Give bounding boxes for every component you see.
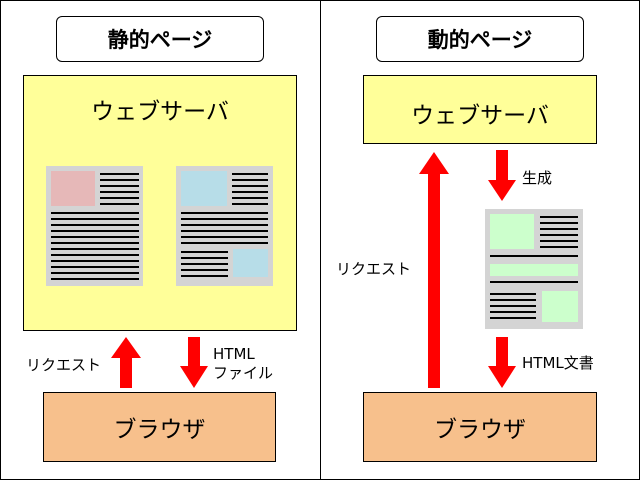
right-web-server-box: ウェブサーバ bbox=[363, 75, 597, 144]
right-generate-arrow bbox=[488, 150, 516, 201]
doc1-image-block bbox=[51, 171, 95, 206]
left-response-arrow bbox=[180, 337, 208, 388]
left-browser-label: ブラウザ bbox=[113, 417, 206, 443]
dynamic-page-title: 動的ページ bbox=[376, 16, 584, 62]
right-web-server-label: ウェブサーバ bbox=[411, 103, 549, 129]
left-response-label-line1: HTML bbox=[213, 345, 255, 363]
right-generate-label: 生成 bbox=[522, 169, 553, 187]
dyn-doc-band bbox=[490, 264, 578, 276]
static-page-title: 静的ページ bbox=[56, 16, 264, 62]
right-document-arrow bbox=[488, 337, 516, 388]
left-request-arrow bbox=[111, 337, 141, 388]
left-browser-box: ブラウザ bbox=[43, 392, 276, 462]
right-browser-box: ブラウザ bbox=[363, 392, 597, 462]
right-document-label: HTML文書 bbox=[522, 354, 594, 372]
dynamic-document bbox=[485, 209, 583, 329]
doc2-image-block-top bbox=[181, 171, 227, 206]
static-document-1 bbox=[46, 166, 143, 286]
right-request-arrow bbox=[419, 152, 449, 388]
static-document-2 bbox=[176, 166, 273, 286]
left-web-server-label: ウェブサーバ bbox=[91, 99, 229, 125]
right-browser-label: ブラウザ bbox=[434, 417, 526, 443]
left-request-label: リクエスト bbox=[26, 356, 102, 374]
dyn-doc-image-block-top bbox=[490, 214, 534, 249]
doc2-image-block-bottom bbox=[233, 249, 268, 277]
dynamic-page-title-text: 動的ページ bbox=[427, 28, 533, 52]
right-request-label: リクエスト bbox=[336, 260, 412, 278]
left-response-label-line2: ファイル bbox=[213, 364, 274, 382]
static-page-title-text: 静的ページ bbox=[107, 28, 213, 52]
dyn-doc-image-block-bottom bbox=[542, 291, 578, 322]
